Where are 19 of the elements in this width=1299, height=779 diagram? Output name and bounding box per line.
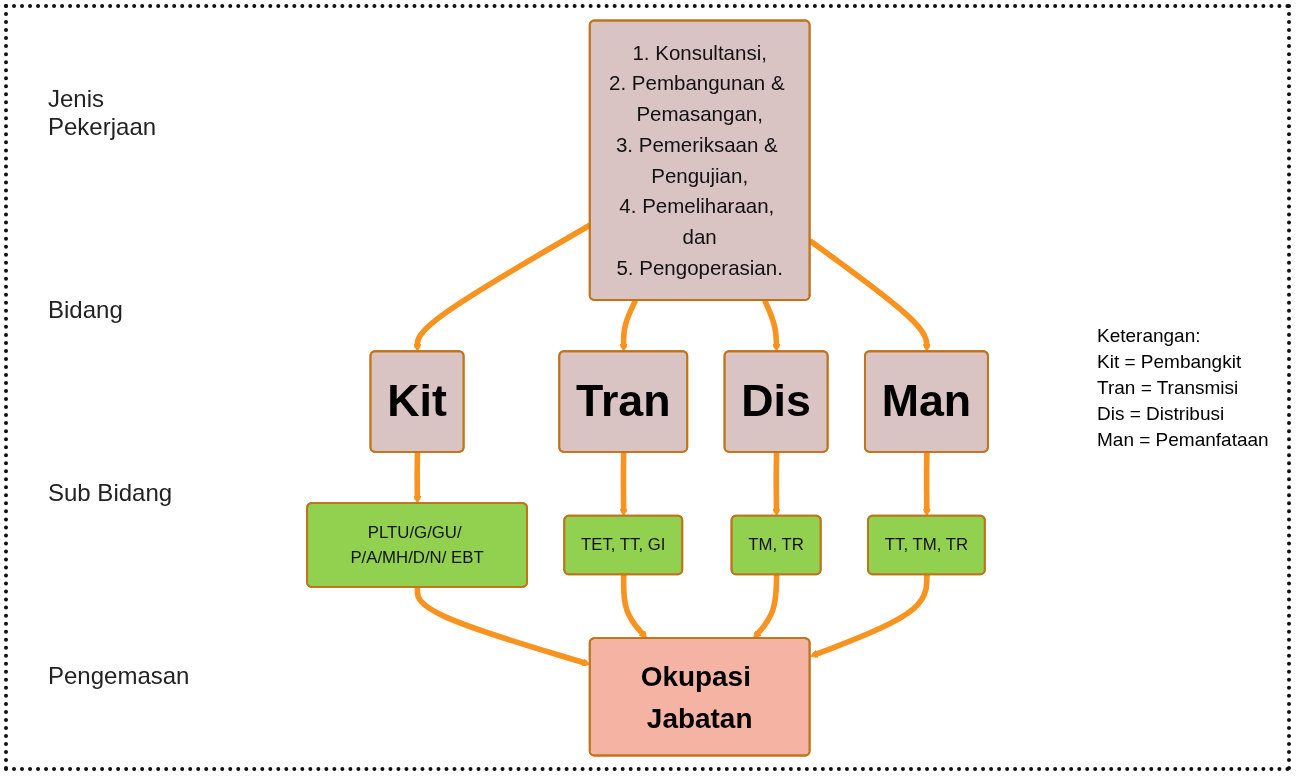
row-label: Pengemasan [48,661,191,690]
legend-note: Kit = Pembangkit [1097,350,1243,373]
arrow [752,574,780,639]
legend-note: Tran = Transmisi [1097,376,1240,399]
arrow [620,574,648,639]
row-label: Jenis Pekerjaan [48,85,158,142]
arrow [413,222,592,352]
arrow [619,298,639,352]
arrow [772,451,781,516]
arrow [809,574,930,658]
row-label: Sub Bidang [48,478,174,507]
legend-note: Man = Pemanfataan [1097,428,1270,451]
legend-note: Dis = Distribusi [1097,402,1226,425]
legend-note: Keterangan: [1097,324,1202,347]
arrow [619,451,628,516]
arrow [762,298,781,352]
arrow [413,451,422,504]
row-label: Bidang [48,296,124,325]
arrow [922,451,931,516]
